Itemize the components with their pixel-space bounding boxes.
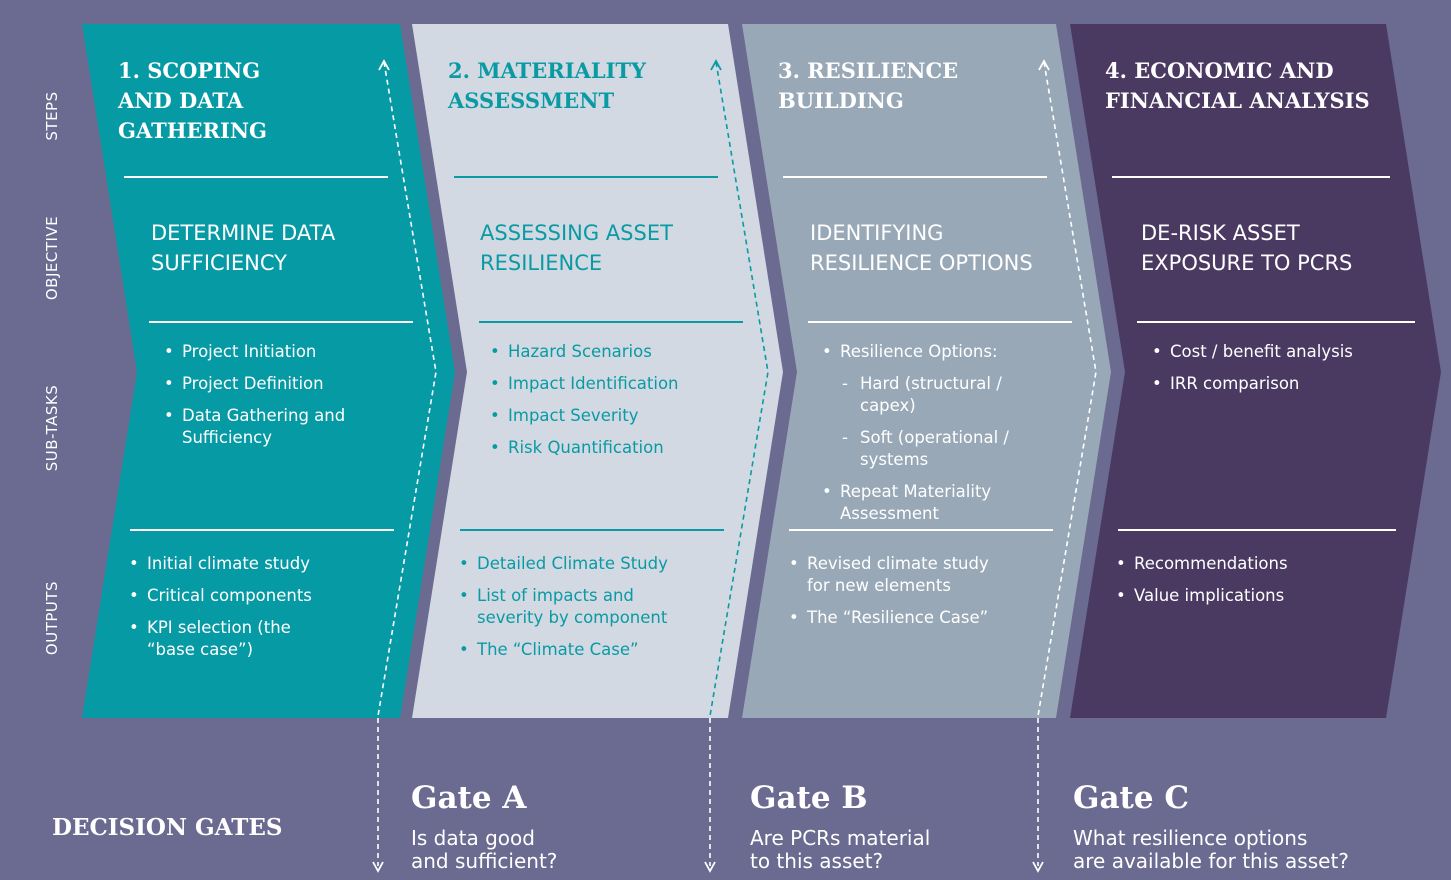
- list-item: Resilience Options:: [822, 341, 1062, 363]
- step-4-subtasks: Cost / benefit analysis IRR comparison: [1152, 341, 1392, 405]
- divider: [1112, 176, 1390, 178]
- list-item: Initial climate study: [129, 553, 359, 575]
- step-1-subtasks: Project Initiation Project Definition Da…: [164, 341, 384, 459]
- divider: [454, 176, 718, 178]
- step-2-chevron: [412, 24, 783, 718]
- gate-a-title: Gate A: [411, 780, 527, 816]
- divider: [1137, 321, 1415, 323]
- divider: [789, 529, 1053, 531]
- down-arrowhead-icon: [1032, 861, 1044, 873]
- list-item: Hard (structural / capex): [822, 373, 1062, 417]
- list-item: The “Climate Case”: [459, 639, 699, 661]
- step-2-outputs: Detailed Climate Study List of impacts a…: [459, 553, 699, 671]
- step-4-objective: DE-RISK ASSET EXPOSURE TO PCRS: [1141, 221, 1353, 275]
- step-3-outputs: Revised climate study for new elements T…: [789, 553, 1029, 639]
- list-item: Impact Identification: [490, 373, 720, 395]
- list-item: The “Resilience Case”: [789, 607, 1029, 629]
- step-1-chevron: [82, 24, 455, 718]
- step-4-outputs: Recommendations Value implications: [1116, 553, 1356, 617]
- list-item: Detailed Climate Study: [459, 553, 699, 575]
- list-item: Cost / benefit analysis: [1152, 341, 1392, 363]
- up-arrowhead-icon: [378, 59, 390, 71]
- gate-a-question: Is data good and sufficient?: [411, 826, 558, 873]
- list-item: Critical components: [129, 585, 359, 607]
- divider: [130, 529, 394, 531]
- list-item: Project Initiation: [164, 341, 384, 363]
- step-3-subtasks: Resilience Options: Hard (structural / c…: [822, 341, 1062, 535]
- divider: [149, 321, 413, 323]
- step-2-subtasks: Hazard Scenarios Impact Identification I…: [490, 341, 720, 469]
- list-item: List of impacts and severity by componen…: [459, 585, 677, 629]
- list-item: Recommendations: [1116, 553, 1356, 575]
- gate-b-title: Gate B: [750, 780, 868, 816]
- list-item: Hazard Scenarios: [490, 341, 720, 363]
- gate-c-title: Gate C: [1073, 780, 1190, 816]
- row-label-outputs: OUTPUTS: [43, 580, 61, 656]
- row-label-steps: STEPS: [43, 91, 61, 141]
- step-3-title: 3. RESILIENCE BUILDING: [778, 58, 959, 113]
- down-arrowhead-icon: [372, 861, 384, 873]
- step-4-chevron: [1070, 24, 1441, 718]
- list-item: IRR comparison: [1152, 373, 1392, 395]
- list-item: Data Gathering and Sufficiency: [164, 405, 352, 449]
- step-1-outputs: Initial climate study Critical component…: [129, 553, 359, 671]
- step-2-objective: ASSESSING ASSET RESILIENCE: [480, 221, 673, 275]
- list-item: Value implications: [1116, 585, 1356, 607]
- divider: [479, 321, 743, 323]
- list-item: Repeat Materiality Assessment: [822, 481, 1000, 525]
- list-item: Risk Quantification: [490, 437, 720, 459]
- step-1-objective: DETERMINE DATA SUFFICIENCY: [151, 221, 336, 275]
- decision-gates-label: DECISION GATES: [52, 814, 283, 841]
- up-arrowhead-icon: [1038, 59, 1050, 71]
- up-arrowhead-icon: [710, 59, 722, 71]
- list-item: Impact Severity: [490, 405, 720, 427]
- divider: [808, 321, 1072, 323]
- divider: [124, 176, 388, 178]
- row-label-objective: OBJECTIVE: [43, 215, 61, 301]
- row-label-subtasks: SUB-TASKS: [43, 384, 61, 472]
- divider: [1118, 529, 1396, 531]
- down-arrowhead-icon: [704, 861, 716, 873]
- gate-c-question: What resilience options are available fo…: [1073, 826, 1349, 873]
- list-item: Revised climate study for new elements: [789, 553, 997, 597]
- step-1-title: 1. SCOPING AND DATA GATHERING: [118, 58, 267, 143]
- list-item: Project Definition: [164, 373, 384, 395]
- step-3-objective: IDENTIFYING RESILIENCE OPTIONS: [810, 221, 1033, 275]
- list-item: Soft (operational / systems: [822, 427, 1010, 471]
- gate-b-question: Are PCRs material to this asset?: [750, 826, 931, 873]
- divider: [783, 176, 1047, 178]
- divider: [460, 529, 724, 531]
- step-3-chevron: [742, 24, 1111, 718]
- list-item: KPI selection (the “base case”): [129, 617, 297, 661]
- step-2-title: 2. MATERIALITY ASSESSMENT: [448, 58, 647, 113]
- step-4-title: 4. ECONOMIC AND FINANCIAL ANALYSIS: [1105, 58, 1370, 113]
